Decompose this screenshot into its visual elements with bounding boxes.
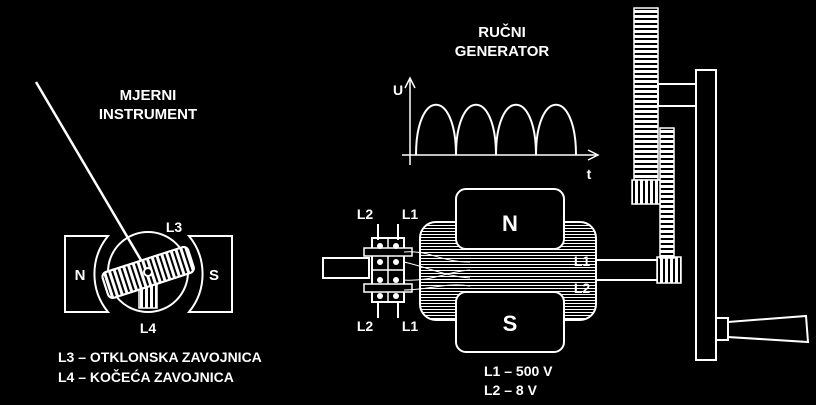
voltage-line1: L1 – 500 V <box>484 363 553 379</box>
armature-wires <box>403 251 471 291</box>
graph-waveform <box>415 103 577 156</box>
generator-title-line1: RUČNI <box>478 23 526 41</box>
commutator <box>363 237 413 303</box>
winding-l1-label: L1 <box>574 253 591 269</box>
meter-title-line2: INSTRUMENT <box>99 106 197 123</box>
field-pole-s <box>455 291 565 353</box>
shaft-left <box>322 257 370 279</box>
small-gear-strip <box>659 127 675 259</box>
winding-l2-label: L2 <box>574 280 591 296</box>
magnet-pole-n <box>64 235 111 313</box>
crank-arm <box>695 69 717 361</box>
meter-pole-n-label: N <box>75 267 86 284</box>
terminal-bottom-l1-label: L1 <box>402 318 419 334</box>
graph-ylabel: U <box>393 82 403 98</box>
generator-pole-s-label: S <box>503 311 518 336</box>
graph-y-arrow <box>404 76 416 89</box>
meter-legend-line1: L3 – OTKLONSKA ZAVOJNICA <box>58 349 262 365</box>
coil-l4-label: L4 <box>140 320 157 336</box>
meter-legend-line2: L4 – KOČEĆA ZAVOJNICA <box>58 368 234 385</box>
large-gear-strip <box>633 7 659 181</box>
hand-generator: RUČNI GENERATOR U t <box>322 7 810 398</box>
meter-pivot <box>143 267 153 277</box>
generator-pole-n-label: N <box>502 211 518 236</box>
graph-xlabel: t <box>587 166 592 182</box>
terminal-top-l2-label: L2 <box>357 206 374 222</box>
meter-needle <box>34 81 150 273</box>
terminal-bottom-l2-label: L2 <box>357 318 374 334</box>
crank-shaft-top <box>657 83 697 107</box>
meter-title-line1: MJERNI <box>120 87 177 104</box>
large-gear-hub <box>631 179 661 205</box>
coil-l3-label: L3 <box>166 219 183 235</box>
measuring-instrument: MJERNI INSTRUMENT N S L3 L4 L3 – OTKLONS… <box>34 81 262 385</box>
terminal-top-l1-label: L1 <box>402 206 419 222</box>
meter-pole-s-label: S <box>209 267 219 284</box>
crank-handle <box>727 314 810 344</box>
field-pole-n <box>455 188 565 250</box>
pinion-gear <box>656 256 682 284</box>
magnet-pole-s <box>186 235 233 313</box>
crank-handle-collar <box>715 317 729 341</box>
shaft-right <box>595 259 659 281</box>
generator-title-line2: GENERATOR <box>455 43 550 60</box>
rectified-voltage-graph: U t <box>393 76 600 182</box>
voltage-line2: L2 – 8 V <box>484 382 538 398</box>
graph-x-arrow <box>587 149 600 161</box>
